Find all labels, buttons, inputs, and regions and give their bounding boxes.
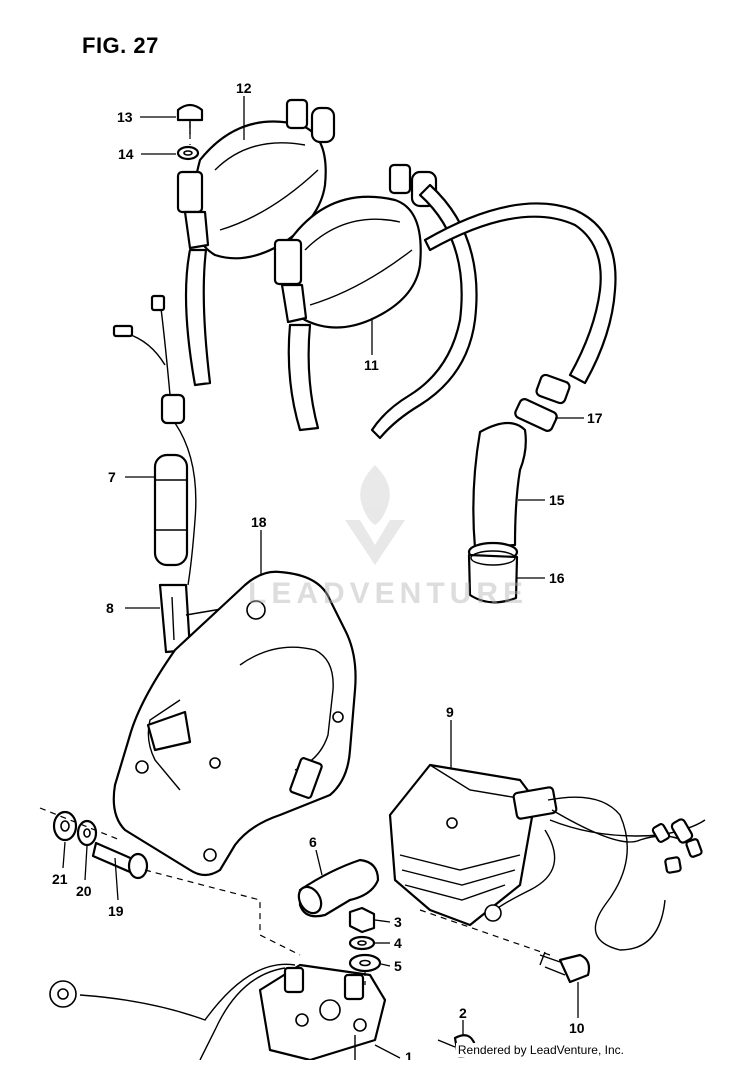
callout-2: 2 [459, 1005, 467, 1021]
fasteners [52, 103, 591, 1058]
callout-11: 11 [364, 357, 379, 373]
bracket-18 [112, 570, 357, 877]
callout-6: 6 [309, 834, 317, 850]
callout-1: 1 [405, 1049, 413, 1060]
watermark-logo [345, 465, 405, 565]
credit-text: Rendered by LeadVenture, Inc. [455, 1043, 626, 1057]
ignition-coil-12 [176, 98, 336, 387]
callout-19: 19 [108, 903, 124, 919]
callout-15: 15 [549, 492, 565, 508]
callout-7: 7 [108, 469, 116, 485]
leader-lines [62, 96, 584, 1059]
assembly-lines [39, 122, 551, 985]
callout-labels: 13 14 12 11 7 8 18 17 15 16 9 6 3 4 5 10… [52, 80, 603, 1065]
callout-20: 20 [76, 883, 92, 899]
callout-14: 14 [118, 146, 134, 162]
callout-5: 5 [394, 958, 402, 974]
regulator-9 [388, 763, 706, 951]
plug-cap-assembly [467, 373, 571, 604]
callout-8: 8 [106, 600, 114, 616]
noise-suppressor-7 [112, 294, 246, 654]
callout-10: 10 [569, 1020, 585, 1036]
ignition-coil-11 [273, 163, 617, 440]
callout-18: 18 [251, 514, 267, 530]
callout-21: 21 [52, 871, 68, 887]
callout-17: 17 [587, 410, 603, 426]
watermark-text: LEADVENTURE [248, 577, 529, 610]
callout-13: 13 [117, 109, 133, 125]
starter-relay-1 [49, 963, 387, 1062]
callout-3: 3 [394, 914, 402, 930]
callout-9: 9 [446, 704, 454, 720]
callout-16: 16 [549, 570, 565, 586]
callout-4: 4 [394, 935, 402, 951]
figure-title: FIG. 27 [82, 33, 159, 58]
callout-12: 12 [236, 80, 252, 96]
